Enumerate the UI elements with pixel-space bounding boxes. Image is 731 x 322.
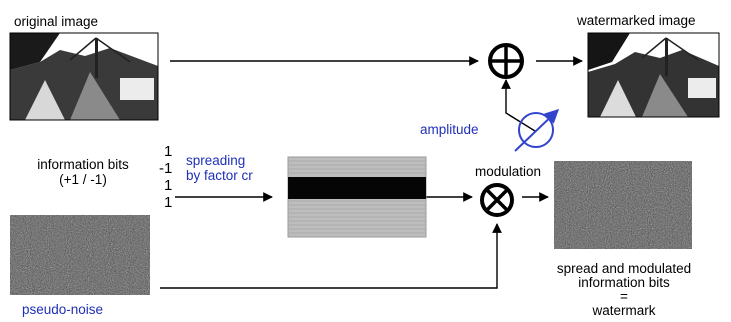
adder-node <box>488 43 524 79</box>
wire-noise-to-multiplier <box>160 223 502 289</box>
information-bits-line-1: information bits <box>37 157 129 172</box>
watermarked-image-label: watermarked image <box>577 13 696 28</box>
watermark-image <box>554 161 692 249</box>
spreading-matrix <box>287 156 427 238</box>
bit-value: -1 <box>159 160 173 177</box>
bit-value: 1 <box>164 143 173 160</box>
pseudo-noise-label: pseudo-noise <box>22 302 104 317</box>
spreading-line-2: by factor cr <box>186 168 253 183</box>
original-image-label: original image <box>14 14 99 29</box>
original-image <box>9 32 159 121</box>
amplitude-control-icon <box>514 109 560 152</box>
watermark-caption-line-2: information bits <box>578 275 670 290</box>
information-bits-label: information bits (+1 / -1) <box>12 157 154 187</box>
watermark-caption-line-3: = <box>620 289 628 304</box>
amplitude-label: amplitude <box>420 122 479 137</box>
wire-amplitude-to-adder <box>501 79 536 132</box>
watermarked-image <box>587 32 720 118</box>
pseudo-noise-image <box>10 215 150 295</box>
bit-value: 1 <box>164 194 173 211</box>
watermark-caption-line-4: watermark <box>592 303 656 318</box>
information-bits-line-2: (+1 / -1) <box>59 172 107 187</box>
modulation-label: modulation <box>475 164 542 179</box>
spreading-line-1: spreading <box>186 153 246 168</box>
bit-sequence: 1 -1 1 1 <box>159 143 172 211</box>
multiplier-node <box>480 183 514 217</box>
spreading-label: spreading by factor cr <box>186 153 253 183</box>
watermark-caption-line-1: spread and modulated <box>556 261 692 276</box>
bit-value: 1 <box>164 177 173 194</box>
watermark-caption: spread and modulated information bits = … <box>524 262 724 318</box>
